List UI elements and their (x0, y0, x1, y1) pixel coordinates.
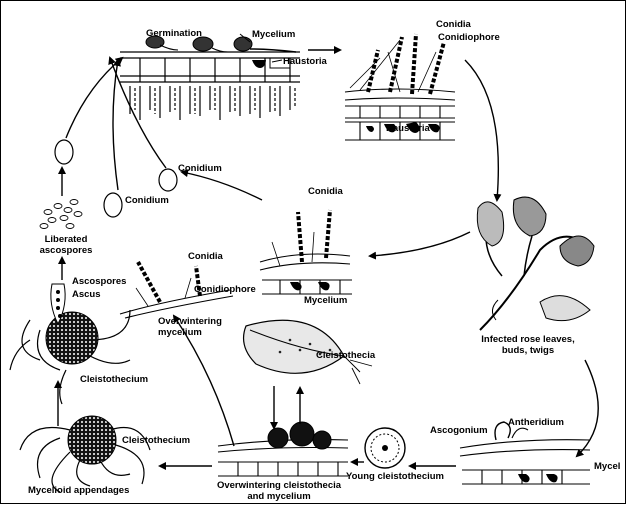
label-cleistothecium-left: Cleistothecium (80, 374, 149, 385)
arrow-overwintering-to-mycelium (172, 314, 235, 447)
arrow-conidium-to-germination-1 (108, 56, 167, 169)
cleistothecium-bottom (19, 415, 151, 493)
label-haustoria-top: Haustoria (283, 56, 327, 67)
cycle-arrows (54, 46, 599, 470)
arrow-center-to-conidium (180, 169, 263, 201)
label-conidia-left: Conidia (188, 251, 223, 262)
arrow-conidium-to-germination-2 (112, 58, 121, 191)
left-conidiophore (119, 261, 234, 319)
germination-leaf-section (120, 51, 300, 120)
label-cleistothecium-bottom: Cleistothecium (122, 435, 191, 446)
arrow-ascospore-to-germination (65, 56, 124, 139)
label-conidia-top: Conidia (436, 19, 471, 30)
young-cleistothecium (364, 427, 406, 469)
label-mycelium-top: Mycelium (252, 29, 296, 40)
label-overwintering-mycelium: Overwintering mycelium (158, 316, 222, 338)
haustoria-center (290, 282, 330, 291)
label-ascospores: Ascospores (72, 276, 127, 287)
label-liberated-ascospores: Liberated ascospores (39, 234, 93, 256)
label-haustoria-right: Haustoria (386, 123, 430, 134)
label-overwintering-cleistothecia: Overwintering cleistothecia and mycelium (216, 480, 342, 502)
label-conidia-center: Conidia (308, 186, 343, 197)
haustoria-top-right (366, 122, 440, 133)
germination-callout-lines (239, 33, 283, 63)
overwintering-cleistothecia (267, 421, 332, 450)
label-mycelioid-appendages: Mycelioid appendages (28, 485, 130, 496)
arrow-rose-to-ascogonium (575, 359, 599, 458)
conidia-leaf-section-top (344, 33, 456, 141)
arrow-rose-to-center (368, 231, 471, 260)
germinating-spores (145, 35, 297, 69)
label-conidium-mid: Conidium (178, 163, 222, 174)
label-conidiophore-top: Conidiophore (438, 32, 500, 43)
label-mycel: Mycel (594, 461, 621, 472)
infected-rose-twig (476, 196, 595, 331)
conidium-spores (54, 139, 178, 218)
label-antheridium: Antheridium (508, 417, 564, 428)
haustoria-bottom-right (518, 474, 558, 483)
label-germination: Germination (146, 28, 202, 39)
label-conidium-left: Conidium (125, 195, 169, 206)
label-cleistothecia: Cleistothecia (316, 350, 376, 361)
liberated-ascospores (39, 199, 83, 229)
conidia-leaf-section-center (259, 209, 352, 295)
cleistothecium-ascus (9, 283, 131, 405)
label-young-cleistothecium: Young cleistothecium (346, 471, 445, 482)
label-conidiophore-left: Conidiophore (194, 284, 256, 295)
leaf-with-cleistothecia (243, 319, 373, 385)
arrow-conidia-to-rose (464, 59, 502, 202)
label-infected-rose: Infected rose leaves, buds, twigs (481, 334, 575, 356)
label-ascogonium: Ascogonium (430, 425, 488, 436)
label-ascus: Ascus (72, 289, 101, 300)
label-mycelium-center: Mycelium (304, 295, 348, 306)
